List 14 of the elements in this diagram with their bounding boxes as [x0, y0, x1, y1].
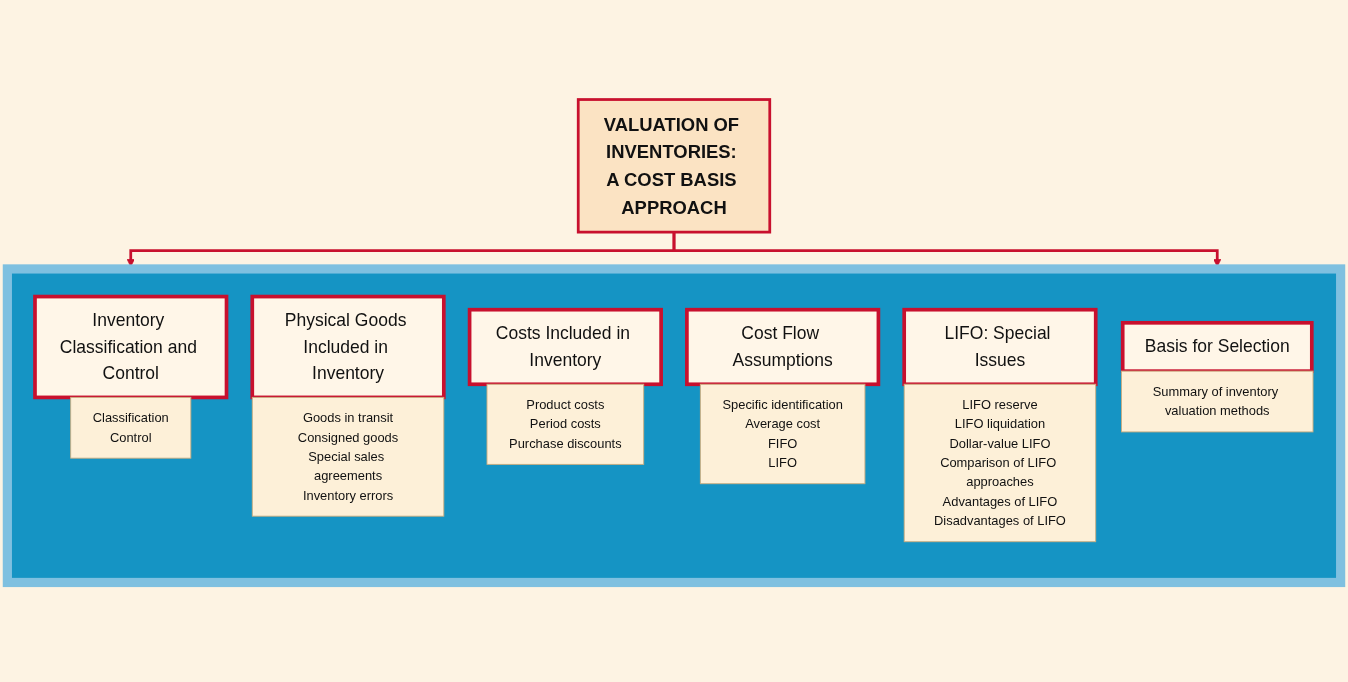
node-box: Cost Flow Assumptions	[685, 307, 881, 387]
node-box: Product costs Period costs Purchase discounts	[486, 383, 645, 465]
node-box: Goods in transit Consigned goods Special sales agreements Inventory errors	[251, 396, 445, 517]
node-box: LIFO: Special Issues	[902, 307, 1098, 387]
node-box: Summary of inventory valuation methods	[1121, 370, 1314, 433]
node-box: Inventory Classification and Control	[33, 294, 229, 400]
node-box: Basis for Selection	[1120, 320, 1314, 373]
node-box: Physical Goods Included in Inventory	[250, 294, 446, 400]
node-box: LIFO reserve LIFO liquidation Dollar-value LIFO Comparison of LIFO approaches Advantages of LIFO Disadvantages of LIFO	[903, 383, 1097, 543]
node-box: Specific identification Average cost FIFO LIFO	[699, 383, 866, 485]
cluster	[2, 264, 1346, 588]
node-box: VALUATION OF INVENTORIES: A COST BASIS APPROACH	[576, 98, 772, 234]
node-box: Costs Included in Inventory	[467, 307, 663, 387]
node-box: Classification Control	[70, 396, 192, 459]
